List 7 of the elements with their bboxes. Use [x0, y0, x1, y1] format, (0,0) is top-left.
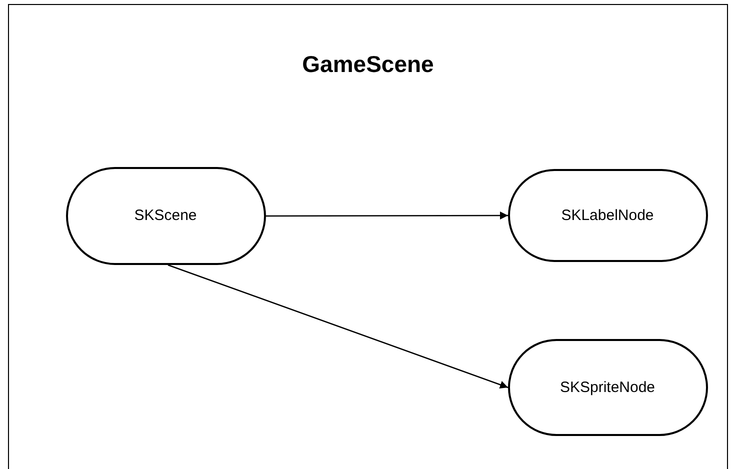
frame-heading-label: GameScene	[302, 51, 434, 78]
node-label: SKLabelNode	[561, 206, 654, 224]
arrow	[168, 264, 508, 389]
node-label: SKSpriteNode	[560, 378, 656, 396]
node-label: SKScene	[134, 207, 197, 224]
frame-box	[8, 4, 728, 469]
arrow	[266, 212, 508, 220]
